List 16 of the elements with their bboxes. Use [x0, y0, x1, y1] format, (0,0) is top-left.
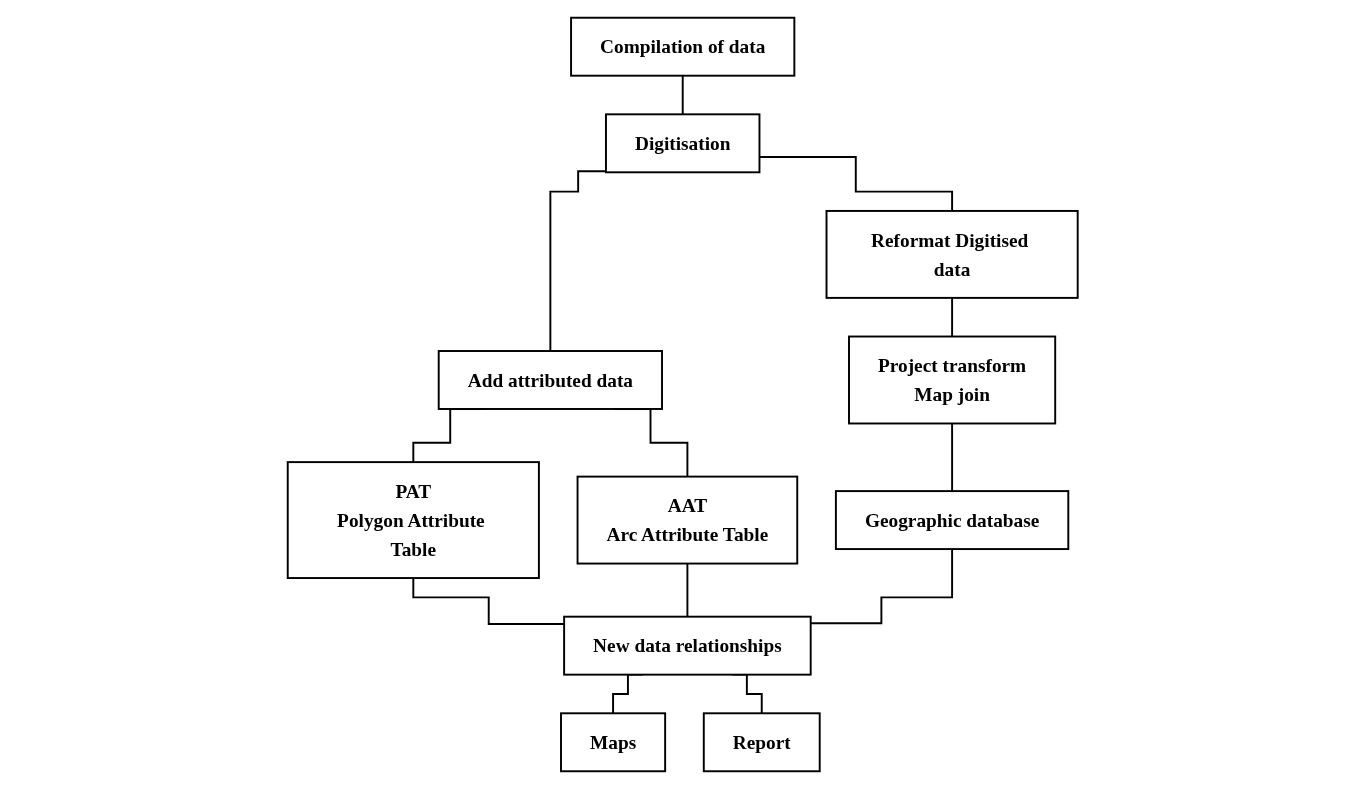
node-box: Project transform Map join: [848, 335, 1057, 425]
node-box: PAT Polygon Attribute Table: [287, 461, 541, 579]
node-box: AAT Arc Attribute Table: [576, 475, 799, 565]
connector: [951, 296, 954, 338]
connector: [810, 548, 954, 625]
node-box: Geographic database: [835, 490, 1070, 551]
node-box: New data relationships: [563, 615, 812, 676]
node-box: Compilation of data: [570, 16, 796, 77]
connector: [686, 562, 689, 618]
connector: [951, 422, 954, 493]
connector: [682, 74, 684, 116]
node-box: Report: [703, 712, 821, 773]
node-box: Add attributed data: [438, 350, 664, 410]
node-box: Maps: [560, 712, 667, 773]
node-box: Digitisation: [605, 113, 761, 174]
node-box: Reformat Digitised data: [825, 209, 1079, 299]
